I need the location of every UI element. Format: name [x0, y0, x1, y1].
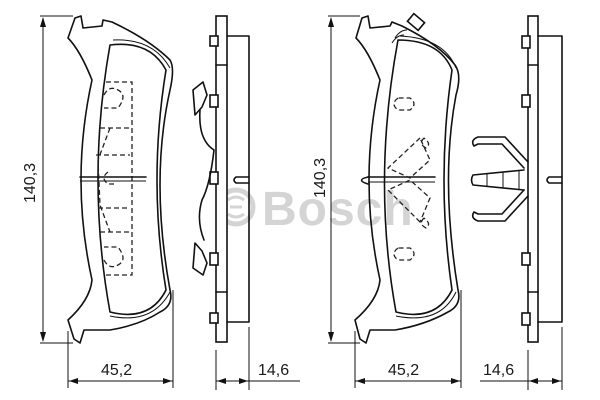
left-pad-width-label: 45,2: [101, 362, 132, 379]
left-pad-side-view: [192, 15, 300, 390]
left-pad-width-dimension: [67, 290, 174, 388]
right-pad-front-view: [328, 12, 460, 344]
right-pad-height-label: 140,3: [312, 158, 329, 198]
right-pad-side-view: [470, 15, 563, 390]
right-pad-width-label: 45,2: [388, 362, 419, 379]
left-pad-front-view: [40, 15, 174, 344]
watermark-text: Bosch: [262, 183, 414, 236]
right-pad-thickness-label: 14,6: [483, 362, 514, 379]
left-pad-height-label: 140,3: [22, 163, 39, 203]
bosch-watermark: Bosch: [216, 183, 414, 236]
left-pad-thickness-label: 14,6: [258, 362, 289, 379]
right-pad-width-dimension: [354, 290, 462, 388]
